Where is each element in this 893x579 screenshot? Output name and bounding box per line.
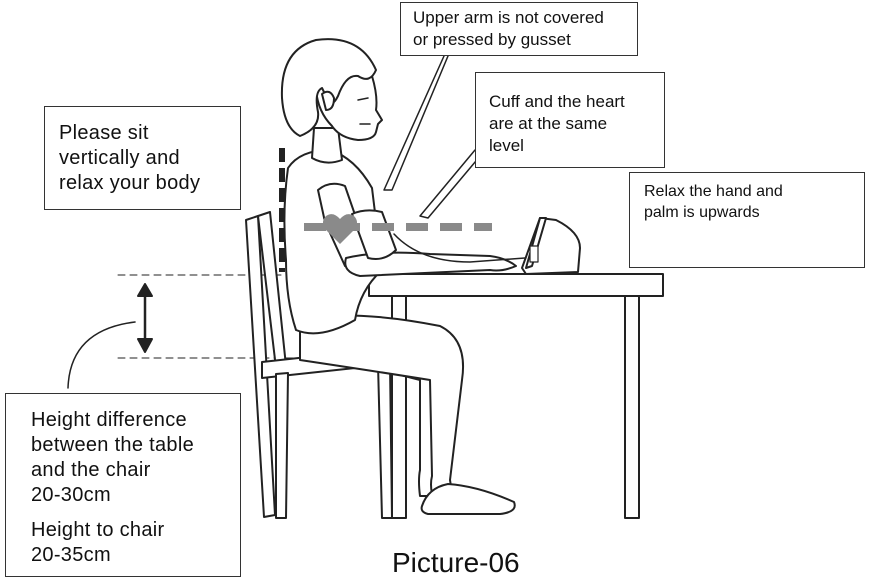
figure-caption: Picture-06 xyxy=(392,547,520,578)
callout-leader-lines xyxy=(67,55,482,389)
note-line: Cuff and the heart xyxy=(489,92,625,111)
relax-hand-note: Relax the hand and palm is upwards xyxy=(629,172,865,268)
height-table-chair-group: Height difference between the table and … xyxy=(31,408,240,508)
height-to-chair-group: Height to chair 20-35cm xyxy=(31,518,240,568)
note-line: Upper arm is not covered xyxy=(413,8,604,27)
note-line: and the chair xyxy=(31,459,151,481)
person-figure-icon xyxy=(280,38,517,515)
cuff-heart-level-note: Cuff and the heart are at the same level xyxy=(475,72,665,168)
note-line: relax your body xyxy=(59,172,201,194)
note-line: 20-35cm xyxy=(31,544,111,566)
sit-upright-note: Please sit vertically and relax your bod… xyxy=(44,106,241,210)
heart-icon xyxy=(323,214,357,244)
note-line: level xyxy=(489,136,524,155)
note-line: or pressed by gusset xyxy=(413,30,571,49)
note-line: Relax the hand and xyxy=(644,183,783,200)
note-line: vertically and xyxy=(59,147,180,169)
note-line: between the table xyxy=(31,434,195,456)
note-line: Height difference xyxy=(31,409,187,431)
chair-icon xyxy=(245,211,394,519)
table-icon xyxy=(368,273,664,519)
note-line: Height to chair xyxy=(31,519,165,541)
monitor-icon xyxy=(521,217,581,275)
cuff-icon xyxy=(351,209,526,263)
note-line: 20-30cm xyxy=(31,484,111,506)
height-difference-note: Height difference between the table and … xyxy=(5,393,241,577)
double-arrow-icon xyxy=(137,283,153,353)
upper-arm-note: Upper arm is not covered or pressed by g… xyxy=(400,2,638,56)
note-line: palm is upwards xyxy=(644,204,760,221)
note-line: Please sit xyxy=(59,122,149,144)
note-line: are at the same xyxy=(489,114,608,133)
